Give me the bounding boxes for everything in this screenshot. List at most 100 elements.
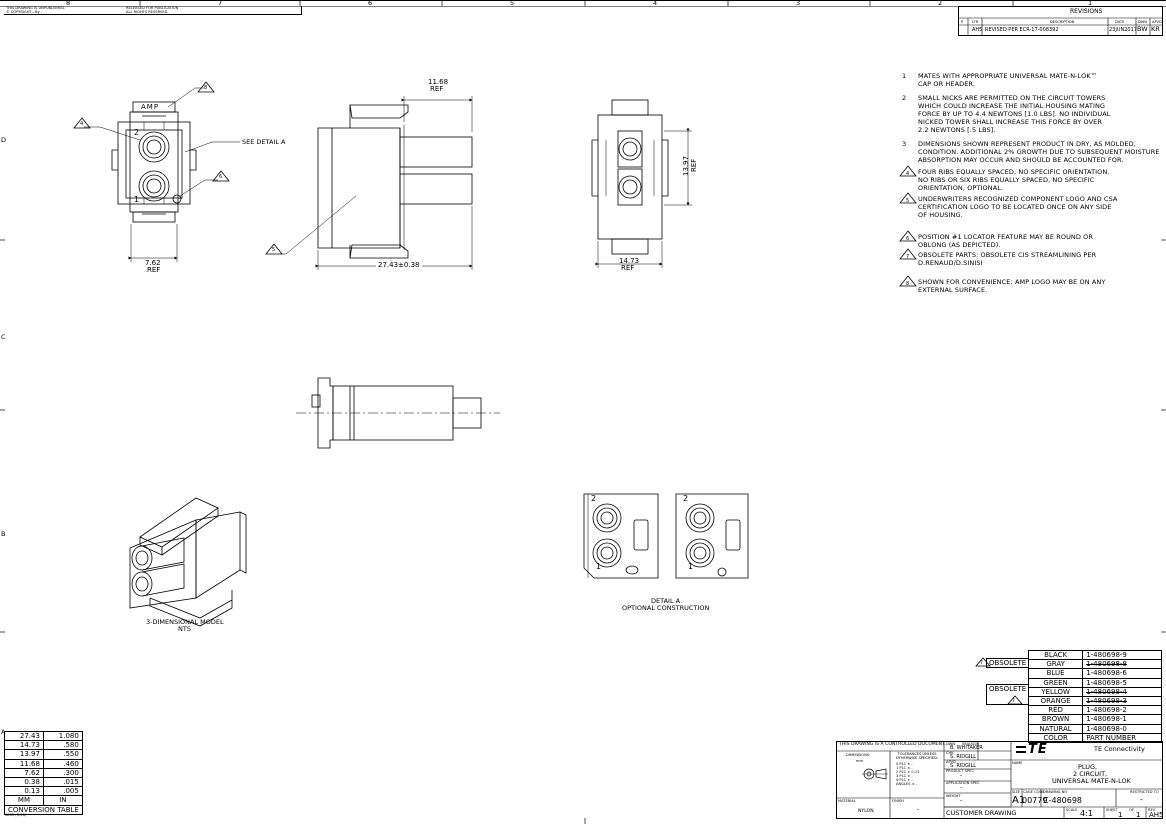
- rev-date: 23JUN2017: [1109, 27, 1137, 33]
- dwn-value: B. WHITAKER: [950, 745, 983, 751]
- rights-text: ALL RIGHTS RESERVED.: [126, 10, 169, 14]
- apvd-value: S. RIDGILL: [950, 763, 977, 769]
- application-spec-value: -: [960, 784, 963, 791]
- rev-col-p: P: [961, 20, 964, 24]
- obsolete-gray-label: OBSOLETE: [989, 659, 1027, 667]
- rev-apvd: KR: [1151, 25, 1160, 33]
- material-value: NYLON: [858, 809, 874, 814]
- zone-5: 5: [510, 0, 515, 7]
- note-3-num: 3: [902, 140, 907, 148]
- zone-b: B: [1, 530, 6, 538]
- rev-dwn: BW: [1137, 25, 1148, 33]
- te-logo-icon: TE: [1016, 742, 1056, 757]
- flag-8-front: 8: [204, 85, 208, 91]
- cage-label: CAGE CODE: [1023, 790, 1045, 794]
- zone-d: D: [1, 136, 7, 144]
- size-value: A1: [1012, 795, 1026, 806]
- tol-line-0: 0 PLC ± -: [896, 762, 913, 766]
- weight-label: WEIGHT: [946, 794, 961, 798]
- rev-col-dwn: DWN: [1138, 20, 1148, 24]
- title-block-grid: [836, 741, 1163, 819]
- rev-desc: REVISED PER ECR-17-008392: [985, 27, 1059, 33]
- detail-pos-2a: 2: [591, 494, 597, 503]
- note-5-num: 5: [906, 198, 910, 204]
- apvd-label: APVD: [946, 760, 956, 764]
- rev-label: REV: [1148, 808, 1156, 812]
- zone-8: 8: [66, 0, 71, 7]
- title-block: [836, 741, 1163, 819]
- note-7-text: OBSOLETE PARTS: OBSOLETE CIS STREAMLININ…: [918, 251, 1097, 267]
- top-view: [591, 99, 692, 268]
- front-view: [73, 81, 240, 262]
- dimensions-label: DIMENSIONS:: [846, 753, 871, 757]
- table-row: 14.73.580: [4, 740, 83, 751]
- side-view: [265, 96, 473, 270]
- table-title: CONVERSION TABLE: [4, 804, 83, 815]
- flag-4-front: 4: [80, 121, 84, 127]
- zone-c: C: [1, 333, 6, 341]
- detail-pos-2b: 2: [683, 494, 689, 503]
- chk-label: CHK: [946, 751, 954, 755]
- controlled-doc: THIS DRAWING IS A CONTROLLED DOCUMENT.: [839, 742, 946, 747]
- size-label: SIZE: [1012, 790, 1021, 794]
- see-detail-label: SEE DETAIL A: [242, 138, 286, 146]
- model-nts: NTS: [178, 625, 191, 633]
- flag-6-front: 6: [219, 174, 223, 180]
- application-spec-label: APPLICATION SPEC: [946, 781, 980, 785]
- product-spec-label: PRODUCT SPEC: [946, 769, 974, 773]
- note-5-text: UNDERWRITERS RECOGNIZED COMPONENT LOGO A…: [918, 195, 1118, 219]
- revisions-block: [958, 6, 1163, 36]
- zone-6: 6: [368, 0, 373, 7]
- name-line-1: PLUG,: [1078, 763, 1098, 771]
- revisions-title: REVISIONS: [1070, 8, 1103, 15]
- note-7-num: 7: [906, 254, 910, 260]
- table-row: 7.62.300: [4, 767, 83, 779]
- tol-line-2: 2 PLC ± 0.13: [896, 770, 920, 774]
- sheet-value: 1: [1118, 811, 1123, 819]
- name-label: NAME: [1012, 761, 1023, 765]
- revisions-grid: [958, 17, 1163, 36]
- tol-line-4: 4 PLC ± -: [896, 778, 913, 782]
- company-name: TE Connectivity: [1094, 745, 1145, 753]
- optional-label: OPTIONAL CONSTRUCTION: [622, 604, 710, 612]
- dwn-label: DWN: [946, 742, 956, 746]
- table-row: 0.38.015: [4, 777, 83, 788]
- note-4-num: 4: [906, 171, 910, 177]
- dim-11-68-ref: REF: [430, 85, 444, 93]
- note-2-text: SMALL NICKS ARE PERMITTED ON THE CIRCUIT…: [918, 94, 1111, 134]
- zone-7: 7: [218, 0, 223, 7]
- tol-line-3: 3 PLC ± -: [896, 774, 913, 778]
- tol-line-5: ANGLES ± -: [896, 782, 918, 786]
- scale-value: 4:1: [1080, 809, 1093, 818]
- detail-label: DETAIL A: [651, 597, 681, 605]
- dim-14-73-ref: REF: [621, 264, 635, 272]
- publication-header: [4, 6, 302, 15]
- rev-col-date: DATE: [1115, 20, 1125, 24]
- dim-11-68: 11.68: [428, 78, 449, 86]
- product-spec-value: -: [960, 772, 963, 779]
- dim-27-43: 27.43±0.38: [376, 261, 422, 269]
- detail-a: [583, 493, 749, 579]
- flag-5-side: 5: [272, 247, 276, 253]
- restricted-label: RESTRICTED TO: [1130, 790, 1159, 794]
- dim-7-62: 7.62: [145, 259, 161, 267]
- of-value: 1: [1136, 811, 1141, 819]
- note-8-num: 8: [906, 281, 910, 287]
- copyright-text: © COPYRIGHT - By -: [6, 10, 43, 14]
- note-2-num: 2: [902, 94, 907, 102]
- zone-a: A: [1, 728, 6, 736]
- chk-value: S. RIDGILL: [950, 754, 977, 760]
- note-1-num: 1: [902, 72, 907, 80]
- rev-value: AH5: [1149, 811, 1164, 819]
